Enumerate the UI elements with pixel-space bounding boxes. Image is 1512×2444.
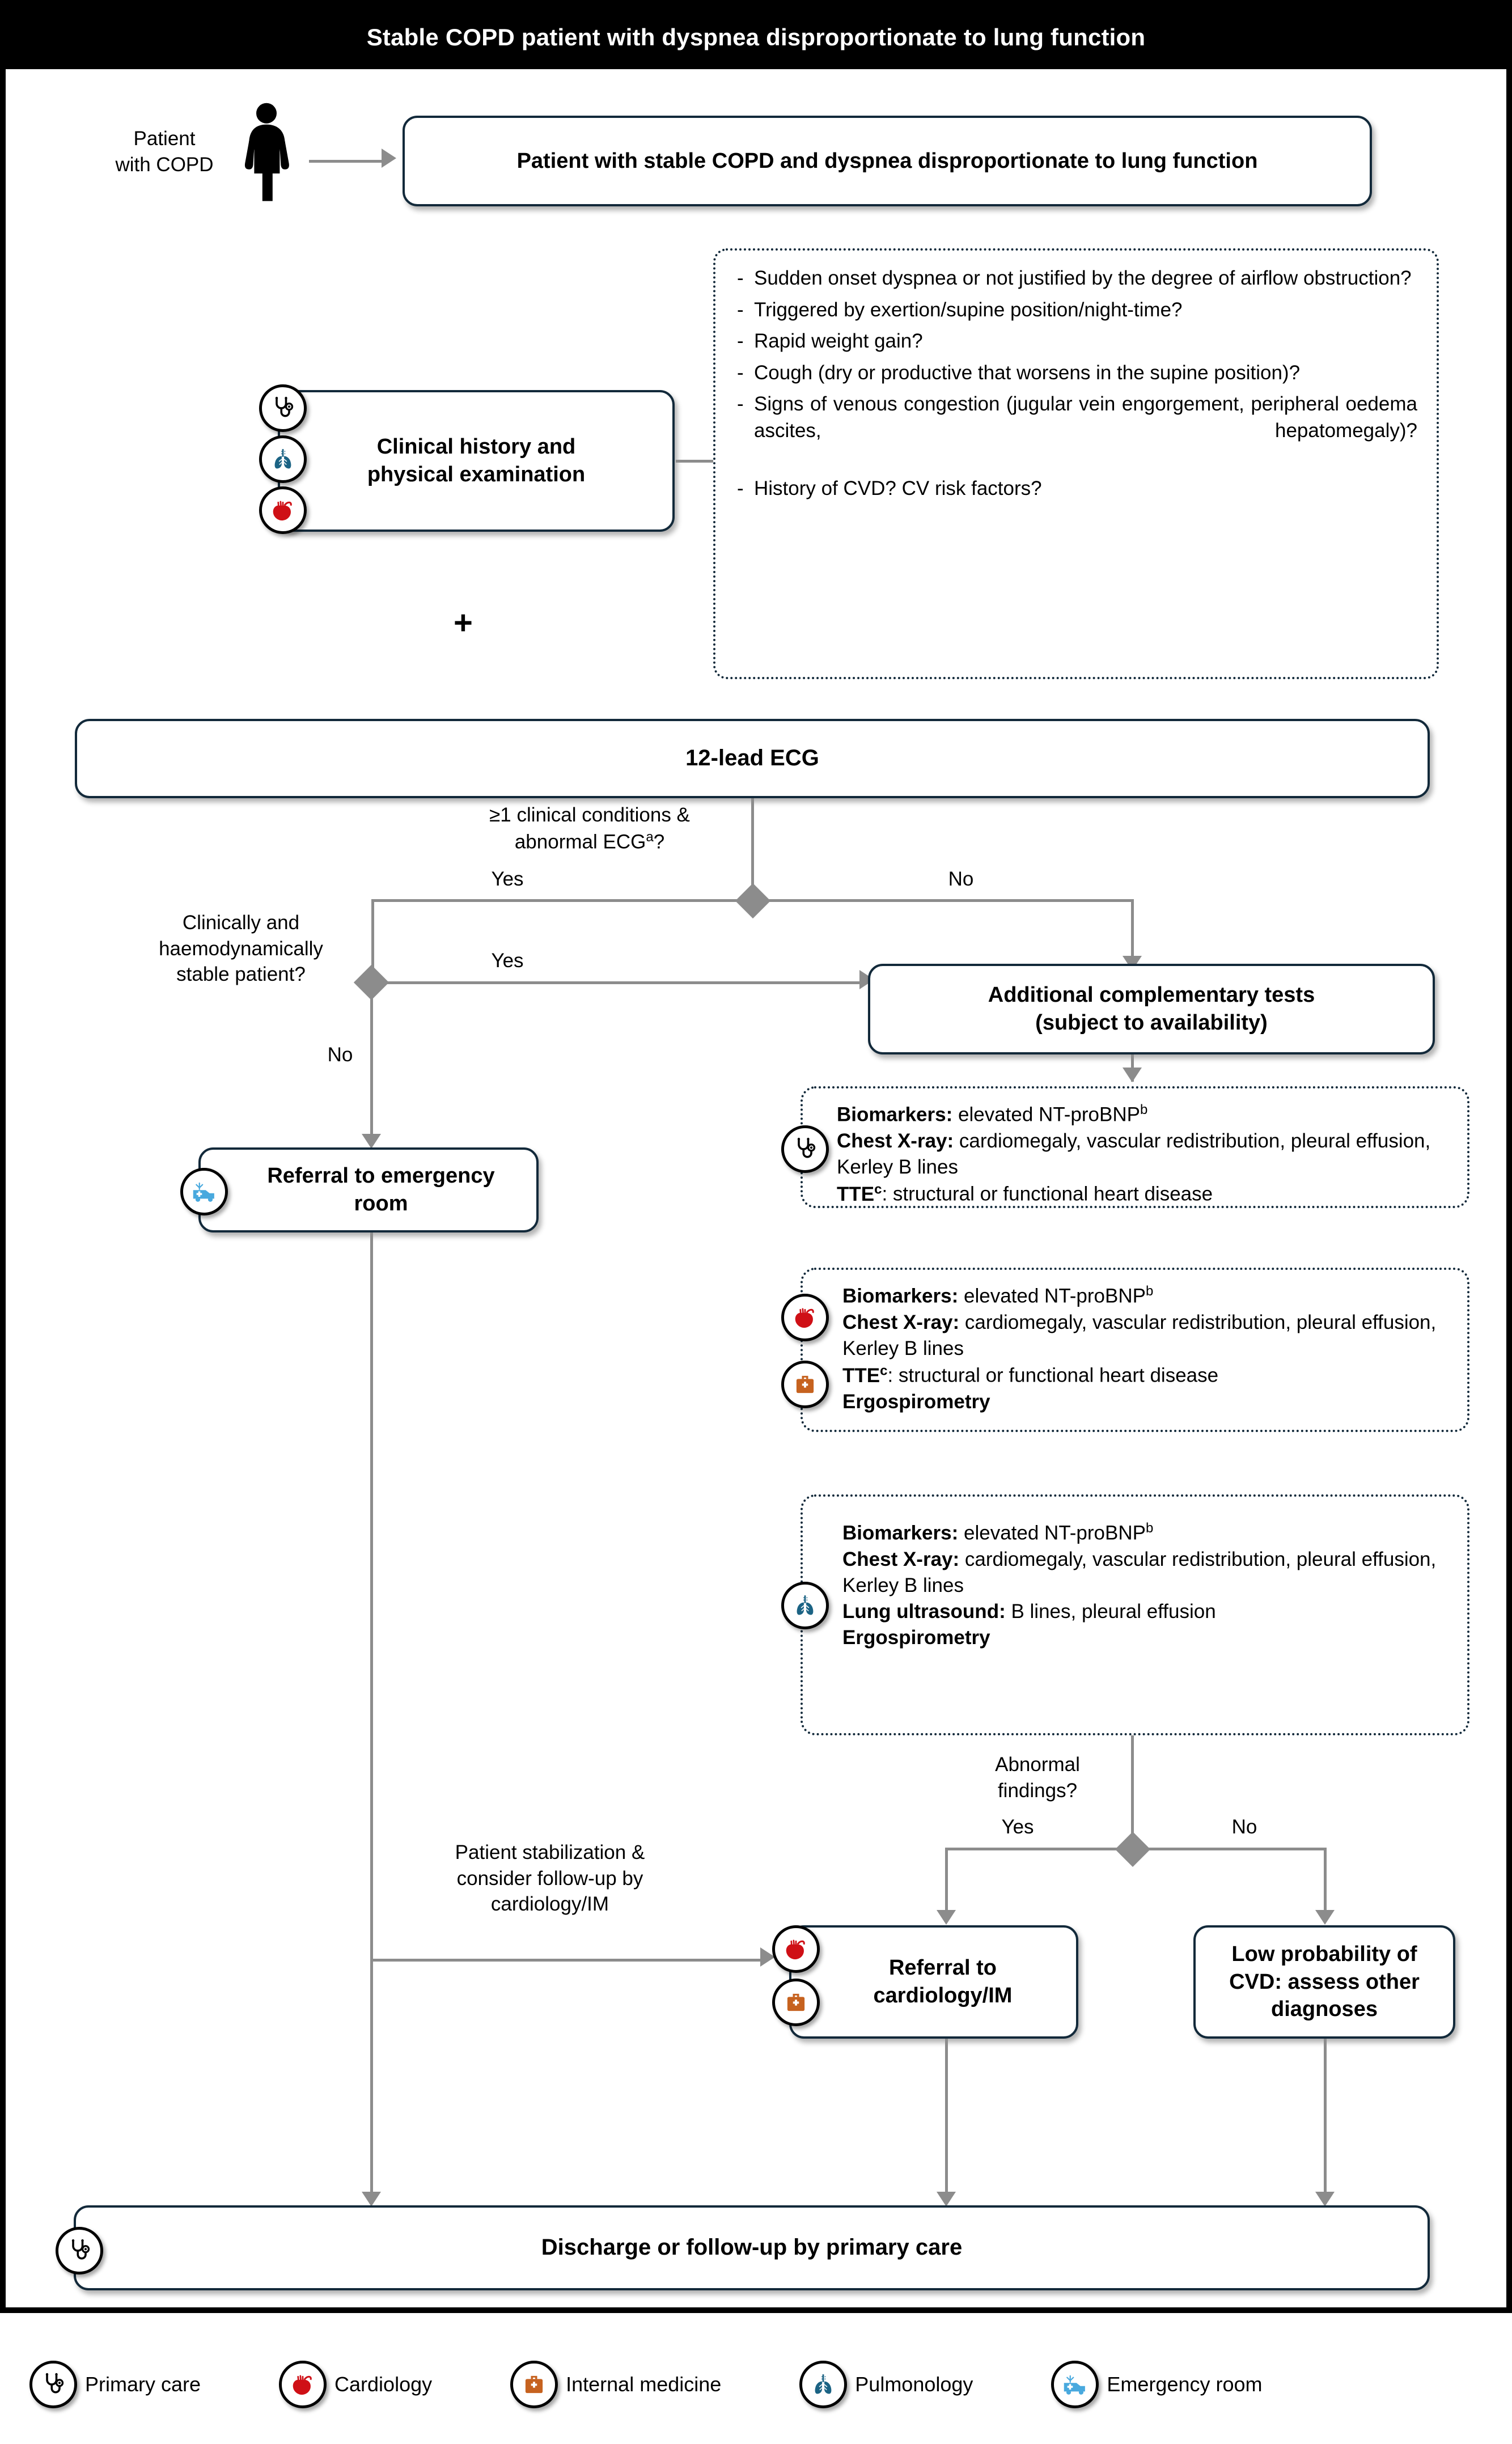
legend-label: Pulmonology bbox=[855, 2372, 973, 2396]
node-low-probability-cvd-text: Low probability of CVD: assess other dia… bbox=[1229, 1942, 1420, 2022]
edge-ecg-to-decision1 bbox=[751, 798, 754, 900]
node-additional-tests[interactable]: Additional complementary tests (subject … bbox=[868, 964, 1435, 1054]
stethoscope-icon bbox=[781, 1125, 829, 1173]
node-low-probability-cvd[interactable]: Low probability of CVD: assess other dia… bbox=[1193, 1925, 1455, 2039]
test-box-primary-care-text: Biomarkers: elevated NT-proBNPb Chest X-… bbox=[837, 1102, 1431, 1205]
edge-cardiology-to-discharge-arrowhead bbox=[937, 2192, 956, 2206]
lungs-icon bbox=[781, 1582, 829, 1629]
edge-decision1-no bbox=[765, 899, 1132, 902]
legend-item-primary-care: Primary care bbox=[29, 2360, 201, 2408]
decision-ecg-question: ≥1 clinical conditions & abnormal ECGa? bbox=[489, 804, 690, 853]
clinical-questions-list: Sudden onset dyspnea or not justified by… bbox=[735, 265, 1417, 502]
legend-item-internal-medicine: Internal medicine bbox=[510, 2360, 722, 2408]
node-discharge[interactable]: Discharge or follow-up by primary care bbox=[74, 2205, 1430, 2290]
edge-decision3-no bbox=[1145, 1848, 1327, 1850]
edge-decision1-no-down bbox=[1131, 899, 1134, 956]
test-box-cardiology-im: Biomarkers: elevated NT-proBNPb Chest X-… bbox=[801, 1268, 1469, 1432]
legend-label: Cardiology bbox=[334, 2372, 433, 2396]
edge-decision1-yes bbox=[371, 899, 743, 902]
test-box-pulmonology-text: Biomarkers: elevated NT-proBNPb Chest X-… bbox=[842, 1520, 1437, 1649]
edge-decision3-yes-down bbox=[945, 1848, 948, 1910]
test-box-pulmonology: Biomarkers: elevated NT-proBNPb Chest X-… bbox=[801, 1494, 1469, 1735]
legend-label: Primary care bbox=[85, 2372, 201, 2396]
legend-item-emergency-room: Emergency room bbox=[1051, 2360, 1263, 2408]
stethoscope-icon bbox=[56, 2227, 103, 2274]
edge-label-stable-no: No bbox=[327, 1044, 353, 1066]
node-referral-emergency-text: Referral to emergency room bbox=[267, 1164, 495, 1215]
heart-icon bbox=[781, 1294, 829, 1341]
list-item: Sudden onset dyspnea or not justified by… bbox=[735, 265, 1417, 292]
list-item: Triggered by exertion/supine position/ni… bbox=[735, 297, 1417, 324]
list-item: Cough (dry or productive that worsens in… bbox=[735, 360, 1417, 387]
node-referral-cardiology[interactable]: Referral to cardiology/IM bbox=[789, 1925, 1078, 2039]
briefcase-icon bbox=[772, 1979, 820, 2026]
patient-label: Patient with COPD bbox=[115, 128, 214, 176]
decision-abnormal-question: Abnormal findings? bbox=[995, 1753, 1080, 1802]
edge-patient-to-entry-arrowhead bbox=[382, 149, 396, 168]
plus-sign: + bbox=[454, 604, 473, 641]
legend-item-pulmonology: Pulmonology bbox=[799, 2360, 973, 2408]
test-box-primary-care: Biomarkers: elevated NT-proBNPb Chest X-… bbox=[801, 1086, 1469, 1208]
edge-label-stabilization: Patient stabilization & consider follow-… bbox=[455, 1841, 645, 1915]
heart-icon bbox=[279, 2360, 327, 2408]
edge-label-abnormal-yes: Yes bbox=[1001, 1816, 1034, 1838]
heart-icon bbox=[772, 1925, 820, 1973]
stethoscope-icon bbox=[259, 384, 307, 432]
stethoscope-icon bbox=[29, 2360, 77, 2408]
node-clinical-history-text: Clinical history and physical examinatio… bbox=[367, 435, 586, 486]
edge-decision2-yes bbox=[383, 981, 859, 984]
node-additional-tests-text: Additional complementary tests (subject … bbox=[988, 983, 1315, 1035]
edge-label-abnormal-no: No bbox=[1231, 1816, 1257, 1838]
edge-decision3-no-down bbox=[1324, 1848, 1327, 1910]
edge-er-to-cardiology bbox=[370, 1959, 760, 1962]
legend: Primary care Cardiology Internal medicin… bbox=[0, 2324, 1512, 2444]
list-item: History of CVD? CV risk factors? bbox=[735, 476, 1417, 502]
page-title: Stable COPD patient with dyspnea disprop… bbox=[366, 24, 1146, 50]
lungs-icon bbox=[259, 435, 307, 483]
edge-label-ecg-yes: Yes bbox=[491, 868, 524, 890]
edge-box3-to-decision3 bbox=[1131, 1735, 1134, 1849]
briefcase-icon bbox=[510, 2360, 558, 2408]
node-entry[interactable]: Patient with stable COPD and dyspnea dis… bbox=[403, 116, 1372, 206]
edge-label-stable-yes: Yes bbox=[491, 950, 524, 972]
list-item: Signs of venous congestion (jugular vein… bbox=[735, 391, 1417, 471]
edge-label-ecg-no: No bbox=[948, 868, 974, 890]
node-referral-emergency[interactable]: Referral to emergency room bbox=[198, 1147, 539, 1232]
node-referral-cardiology-text: Referral to cardiology/IM bbox=[873, 1956, 1013, 2007]
edge-decision1-yes-down bbox=[371, 899, 374, 981]
legend-label: Internal medicine bbox=[566, 2372, 722, 2396]
diagram-title-bar: Stable COPD patient with dyspnea disprop… bbox=[6, 6, 1506, 69]
decision-stable-question: Clinically and haemodynamically stable p… bbox=[159, 912, 323, 985]
legend-item-cardiology: Cardiology bbox=[279, 2360, 433, 2408]
diagram-frame bbox=[0, 0, 1512, 2313]
legend-label: Emergency room bbox=[1107, 2372, 1263, 2396]
edge-decision3-yes bbox=[945, 1848, 1123, 1850]
patient-icon bbox=[235, 102, 298, 207]
edge-decision2-no-arrowhead bbox=[362, 1134, 381, 1149]
node-ecg[interactable]: 12-lead ECG bbox=[75, 719, 1430, 798]
ambulance-icon bbox=[1051, 2360, 1099, 2408]
edge-lowprob-to-discharge-arrowhead bbox=[1315, 2192, 1335, 2206]
edge-decision2-no bbox=[370, 995, 373, 1134]
ambulance-icon bbox=[180, 1168, 228, 1215]
edge-er-to-discharge bbox=[370, 1232, 373, 2192]
node-clinical-history[interactable]: Clinical history and physical examinatio… bbox=[278, 390, 675, 532]
briefcase-icon bbox=[781, 1361, 829, 1408]
edge-patient-to-entry bbox=[309, 160, 382, 163]
clinical-questions-box: Sudden onset dyspnea or not justified by… bbox=[713, 248, 1439, 679]
edge-tests-to-box1-arrowhead bbox=[1123, 1068, 1142, 1082]
lungs-icon bbox=[799, 2360, 848, 2408]
list-item: Rapid weight gain? bbox=[735, 328, 1417, 355]
edge-history-to-questions bbox=[676, 460, 724, 463]
edge-decision3-yes-arrowhead bbox=[937, 1910, 956, 1925]
edge-lowprob-to-discharge bbox=[1324, 2039, 1327, 2192]
edge-er-to-discharge-arrowhead bbox=[362, 2192, 381, 2206]
edge-decision3-no-arrowhead bbox=[1315, 1910, 1335, 1925]
heart-icon bbox=[259, 486, 307, 534]
edge-cardiology-to-discharge bbox=[945, 2039, 948, 2192]
test-box-cardiology-im-text: Biomarkers: elevated NT-proBNPb Chest X-… bbox=[842, 1284, 1437, 1413]
